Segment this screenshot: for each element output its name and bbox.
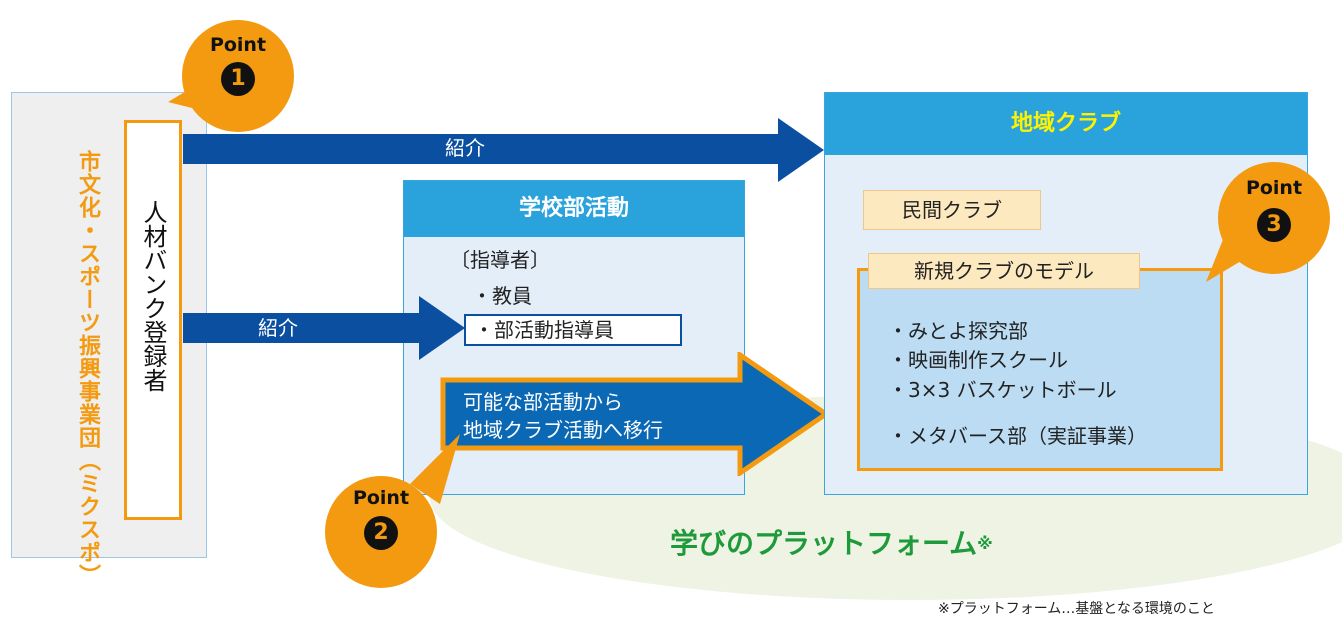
transition-text: 可能な部活動から 地域クラブ活動へ移行 [463,388,663,444]
model-item: ・映画制作スクール [888,348,1068,372]
private-club-label: 民間クラブ [863,190,1041,230]
referral-arrow-top [183,134,783,164]
point-2-number: 2 [364,516,398,550]
point-2-label: Point [352,487,410,509]
point-1-label: Point [209,34,267,56]
instructor-heading: 〔指導者〕 [450,248,550,272]
point-3-label: Point [1245,177,1303,199]
region-club-title: 地域クラブ [825,93,1307,155]
referral-arrow-mid [183,313,423,343]
referral-arrow-mid-label: 紹介 [258,316,298,340]
platform-title-text: 学びのプラットフォーム [670,527,978,560]
point-3-number: 3 [1257,208,1291,242]
referral-arrow-top-label: 紹介 [445,136,485,160]
registrant-label: 人材バンク登録者 [139,200,167,392]
org-name: 市文化・スポーツ振興事業団（ミクスポ） [75,150,100,587]
new-club-model-label: 新規クラブのモデル [868,253,1140,289]
instructor-coach: ・部活動指導員 [474,318,614,342]
platform-title: 学びのプラットフォーム※ [670,524,993,564]
model-item: ・みとよ探究部 [888,319,1028,343]
transition-line-2: 地域クラブ活動へ移行 [463,418,663,442]
referral-arrow-top-head [778,118,824,182]
transition-line-1: 可能な部活動から [463,390,623,414]
model-item: ・メタバース部（実証事業） [888,424,1147,448]
point-2-badge-tail [410,434,460,504]
referral-arrow-mid-head [419,296,465,360]
point-1-number: 1 [221,62,255,96]
model-item: ・3×3 バスケットボール [888,378,1117,402]
transition-arrow [440,352,830,476]
registrant-box [124,120,182,520]
instructor-coach-highlight [464,314,682,346]
footnote: ※プラットフォーム…基盤となる環境のこと [938,601,1215,617]
instructor-teacher: ・教員 [472,284,532,308]
platform-footnote-mark: ※ [977,534,993,553]
school-club-title: 学校部活動 [404,181,744,237]
